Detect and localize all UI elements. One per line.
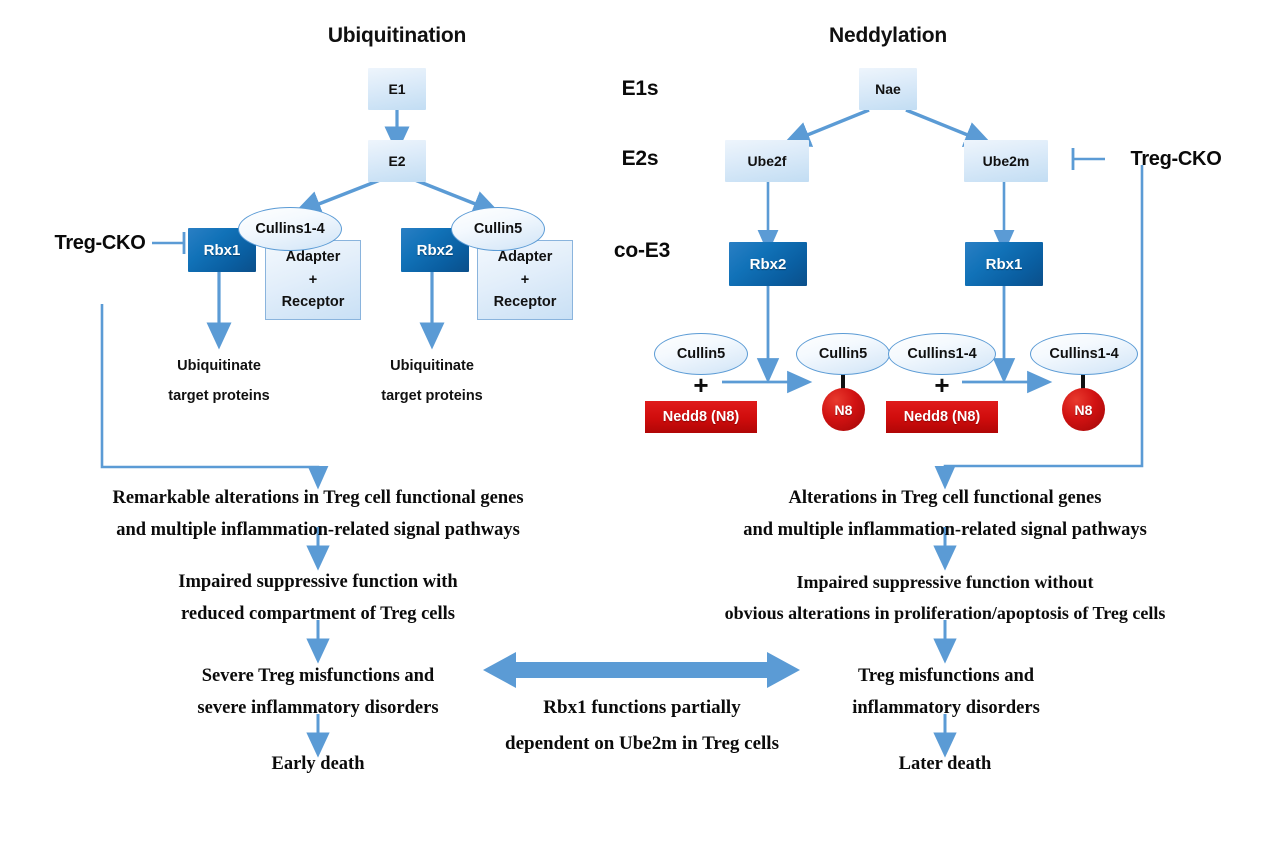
node-nae[interactable]: Nae — [859, 68, 917, 110]
page-title-ubiquitination: Ubiquitination — [327, 24, 467, 47]
outcome-left-1: Remarkable alterations in Treg cell func… — [62, 478, 574, 550]
node-rbx1-neddylation[interactable]: Rbx1 — [965, 242, 1043, 286]
outcome-line-1: Severe Treg misfunctions and — [201, 665, 435, 686]
text-ubiquitinate-targets-left: Ubiquitinate target proteins — [144, 350, 294, 412]
arrow-nae-to-ube2m — [905, 108, 994, 147]
page-title-neddylation: Neddylation — [829, 24, 947, 47]
outcome-line-1: Alterations in Treg cell functional gene… — [788, 487, 1102, 508]
ellipse-cullin5-product[interactable]: Cullin5 — [796, 333, 890, 375]
outcome-left-4: Early death — [271, 753, 365, 774]
outcome-right-4: Later death — [898, 753, 992, 774]
outcome-line-2: obvious alterations in proliferation/apo… — [724, 603, 1166, 623]
stage-label-co-e3: co-E3 — [613, 239, 671, 262]
ellipse-cullins1-4-ubiquitination[interactable]: Cullins1-4 — [238, 207, 342, 251]
label-treg-cko-left: Treg-CKO — [54, 231, 146, 254]
outcome-line-1: Impaired suppressive function without — [796, 571, 1094, 592]
center-connector-note: Rbx1 functions partially dependent on Ub… — [484, 688, 800, 764]
adapter-plus: + — [520, 271, 530, 288]
ellipse-cullins1-4-substrate[interactable]: Cullins1-4 — [888, 333, 996, 375]
outcome-line-2: severe inflammatory disorders — [197, 698, 439, 718]
box-nedd8-right[interactable]: Nedd8 (N8) — [886, 401, 998, 433]
arrow-e2-to-cullin5 — [414, 178, 502, 217]
outcome-line-1: Remarkable alterations in Treg cell func… — [112, 487, 524, 508]
node-ube2f[interactable]: Ube2f — [725, 140, 809, 182]
outcome-line-2: and multiple inflammation-related signal… — [743, 520, 1147, 540]
outcome-right-2: Impaired suppressive function without ob… — [672, 562, 1218, 634]
adapter-label: Adapter — [285, 249, 341, 266]
circle-n8-left[interactable]: N8 — [822, 388, 865, 431]
ellipse-cullin5-substrate[interactable]: Cullin5 — [654, 333, 748, 375]
box-adapter-receptor-right[interactable]: Adapter + Receptor — [477, 240, 573, 320]
plus-sign-right: + — [934, 369, 950, 400]
node-e2[interactable]: E2 — [368, 140, 426, 182]
text-ubiquitinate-targets-right: Ubiquitinate target proteins — [357, 350, 507, 412]
center-note-line-1: Rbx1 functions partially — [543, 696, 741, 718]
process-line-1: Ubiquitinate — [177, 357, 261, 374]
receptor-label: Receptor — [493, 294, 557, 311]
node-ube2m[interactable]: Ube2m — [964, 140, 1048, 182]
outcome-line-1: Impaired suppressive function with — [178, 571, 458, 592]
node-rbx2-neddylation[interactable]: Rbx2 — [729, 242, 807, 286]
process-line-1: Ubiquitinate — [390, 357, 474, 374]
outcome-left-3: Severe Treg misfunctions and severe infl… — [112, 656, 524, 728]
ellipse-cullins1-4-product[interactable]: Cullins1-4 — [1030, 333, 1138, 375]
adapter-plus: + — [308, 271, 318, 288]
receptor-label: Receptor — [281, 294, 345, 311]
arrow-e2-to-cullins14 — [292, 178, 381, 217]
outcome-line-2: and multiple inflammation-related signal… — [116, 520, 520, 540]
stage-label-e1s: E1s — [621, 77, 659, 100]
circle-n8-right[interactable]: N8 — [1062, 388, 1105, 431]
process-line-2: target proteins — [381, 388, 483, 404]
ellipse-cullin5-ubiquitination[interactable]: Cullin5 — [451, 207, 545, 251]
process-line-2: target proteins — [168, 388, 270, 404]
node-rbx2-ubiquitination[interactable]: Rbx2 — [401, 228, 469, 272]
box-adapter-receptor-left[interactable]: Adapter + Receptor — [265, 240, 361, 320]
outcome-line-2: reduced compartment of Treg cells — [180, 604, 455, 624]
stage-label-e2s: E2s — [621, 147, 659, 170]
arrow-nae-to-ube2f — [781, 108, 870, 147]
outcome-line-2: inflammatory disorders — [852, 698, 1040, 718]
center-note-line-2: dependent on Ube2m in Treg cells — [505, 733, 779, 754]
bidirectional-arrow — [483, 652, 800, 688]
outcome-line-1: Treg misfunctions and — [857, 665, 1035, 686]
outcome-left-2: Impaired suppressive function with reduc… — [112, 562, 524, 634]
node-e1[interactable]: E1 — [368, 68, 426, 110]
plus-sign-left: + — [693, 369, 709, 400]
box-nedd8-left[interactable]: Nedd8 (N8) — [645, 401, 757, 433]
adapter-label: Adapter — [497, 249, 553, 266]
label-treg-cko-right: Treg-CKO — [1130, 147, 1222, 170]
outcome-right-3: Treg misfunctions and inflammatory disor… — [790, 656, 1102, 728]
outcome-right-1: Alterations in Treg cell functional gene… — [689, 478, 1201, 550]
